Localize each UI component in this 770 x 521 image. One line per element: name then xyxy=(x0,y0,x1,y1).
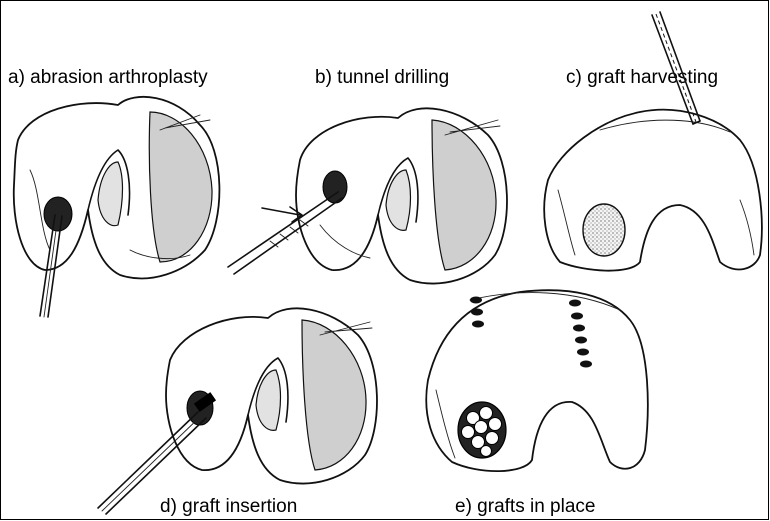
panel-c-illustration xyxy=(544,12,762,271)
panel-e-illustration xyxy=(426,290,648,471)
donor-site xyxy=(583,204,625,256)
panel-d-illustration xyxy=(98,308,377,514)
graft-mosaic xyxy=(458,402,506,458)
panel-a-illustration xyxy=(14,97,220,317)
panel-b-illustration xyxy=(228,108,507,283)
